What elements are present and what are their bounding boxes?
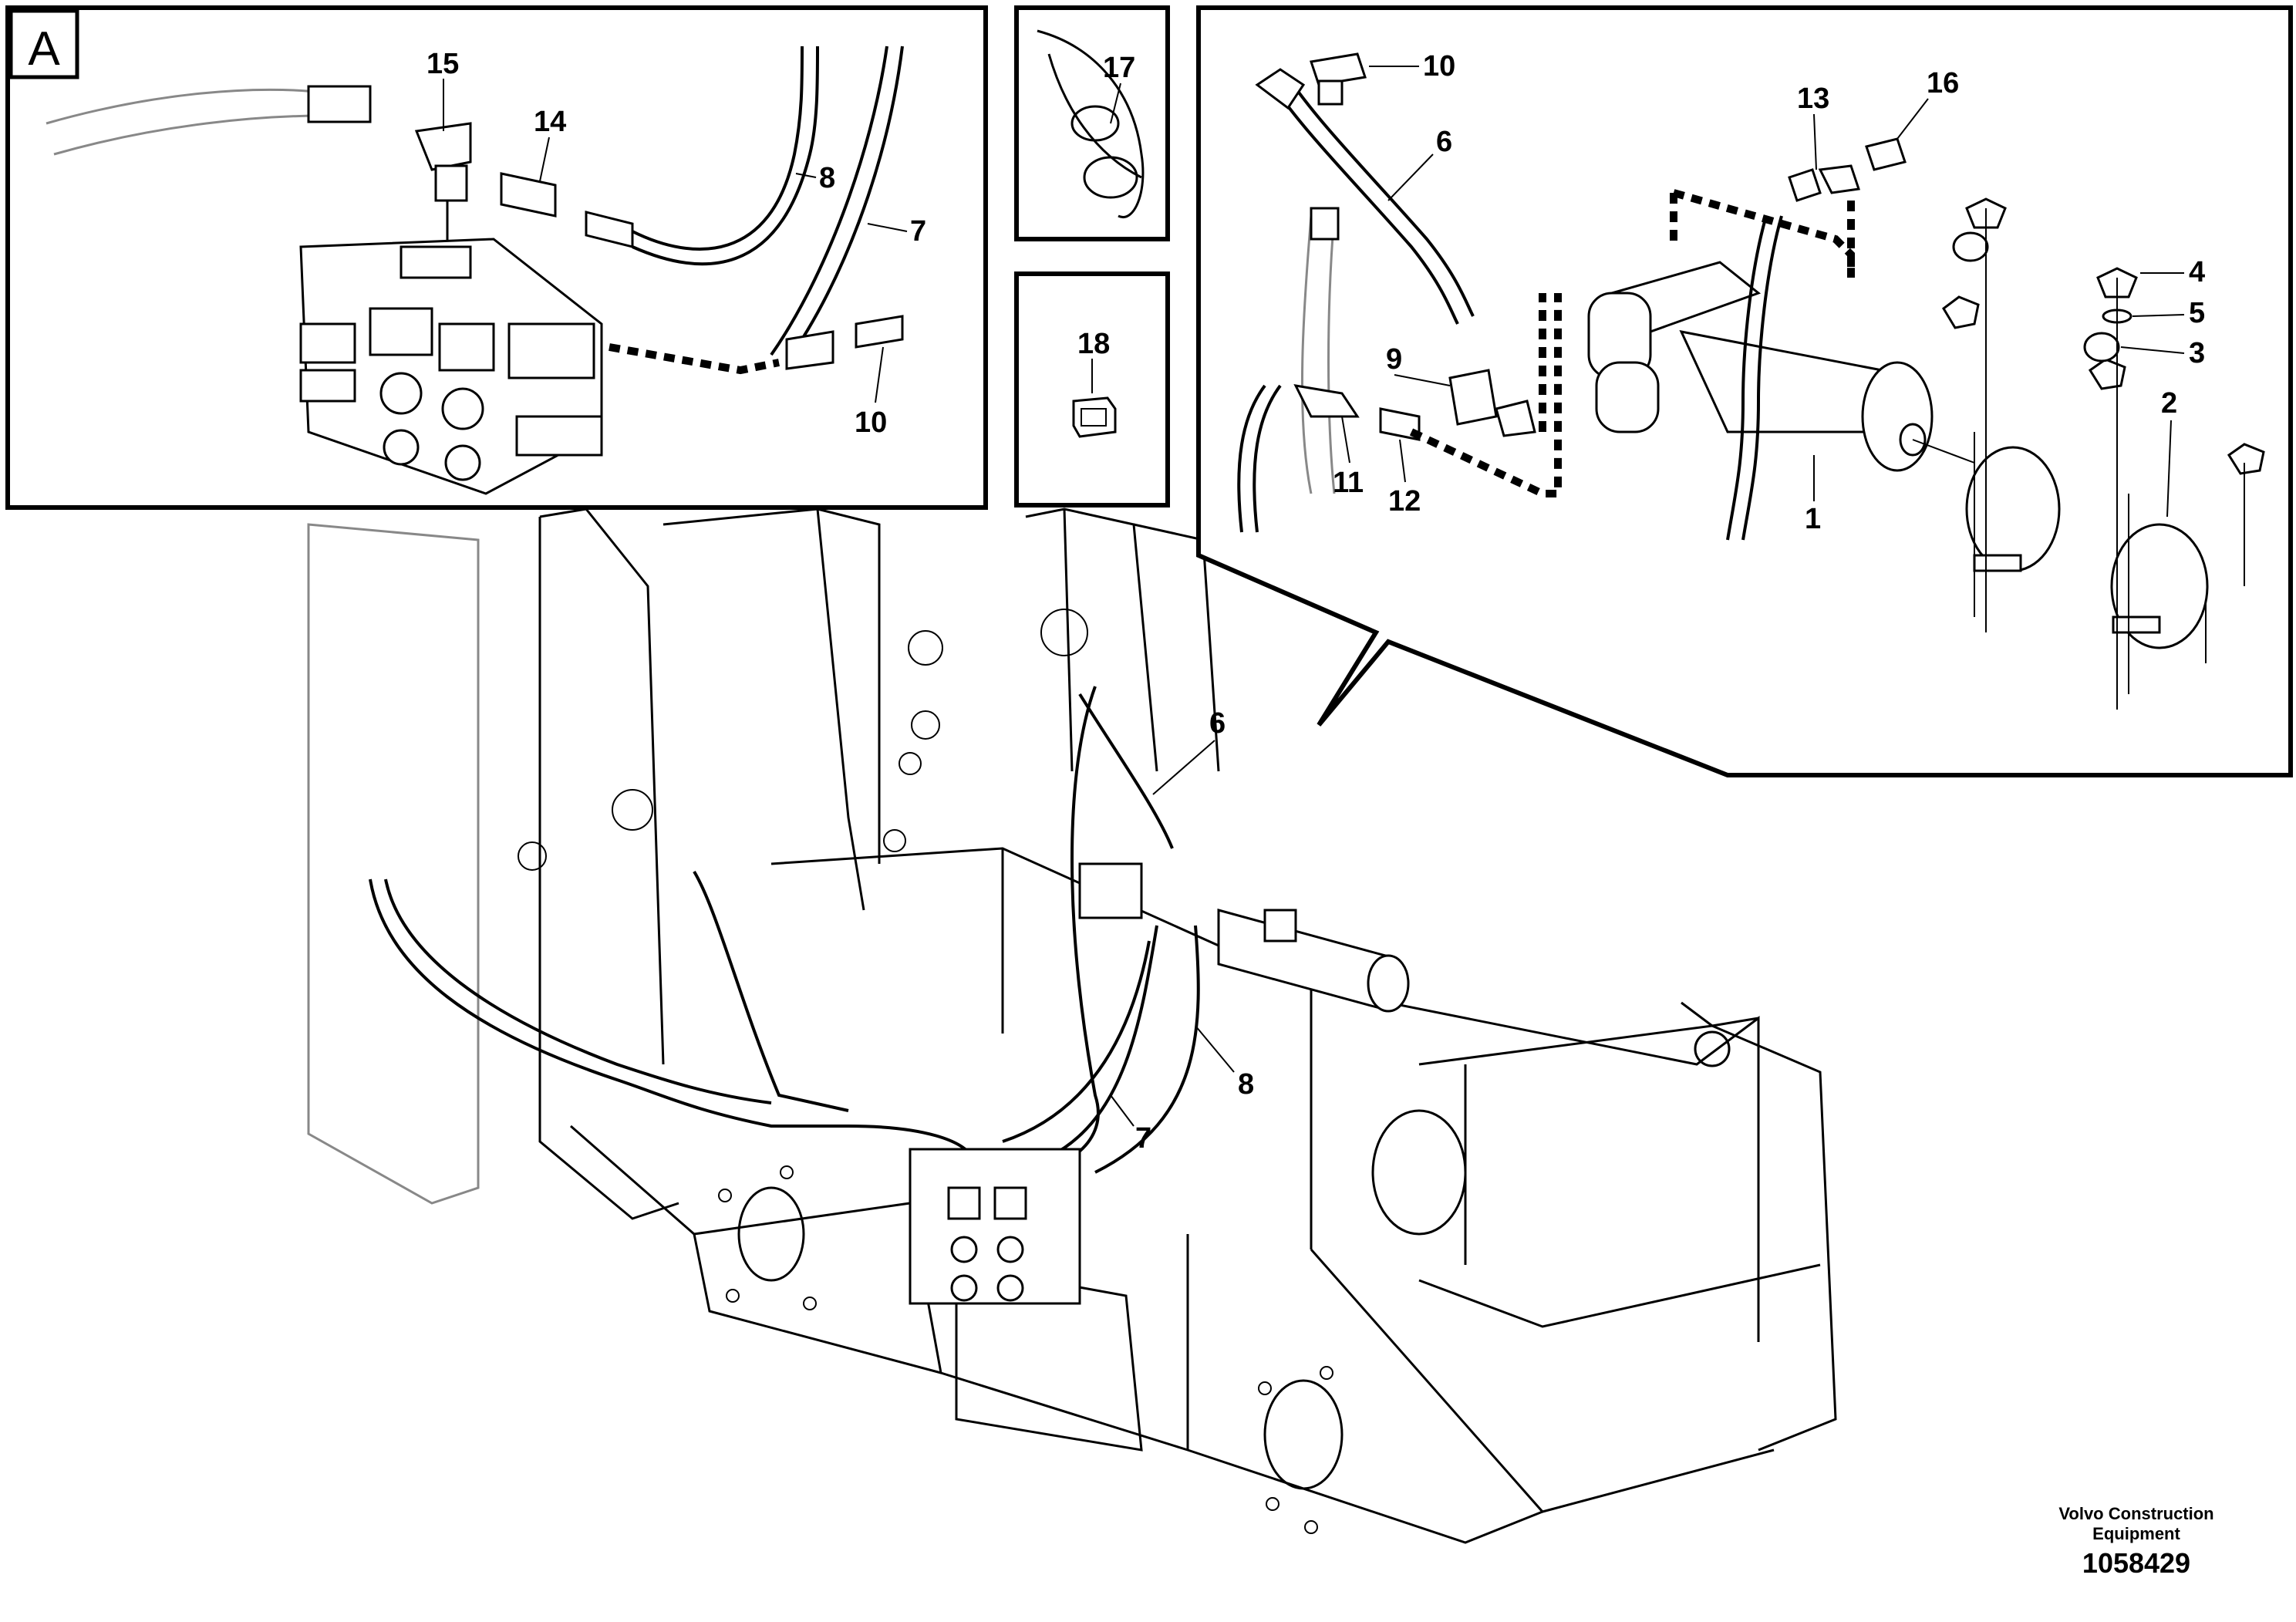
control-valve-detail xyxy=(299,238,603,495)
callout-18: 18 xyxy=(1077,328,1110,360)
callout-6-detail: 6 xyxy=(1436,126,1452,158)
panel-17: 17 xyxy=(1014,5,1170,241)
callout-4: 4 xyxy=(2189,256,2205,288)
callout-15: 15 xyxy=(426,48,459,80)
callout-12: 12 xyxy=(1388,485,1421,518)
organization-name: Volvo Construction Equipment xyxy=(2058,1504,2214,1543)
panel-detail: 10 6 13 16 4 5 3 2 9 11 12 1 xyxy=(1196,5,2293,777)
callout-8-main: 8 xyxy=(1238,1068,1254,1101)
callout-7-a: 7 xyxy=(910,215,926,248)
drawing-number: 1058429 xyxy=(2082,1547,2191,1579)
callout-2: 2 xyxy=(2161,387,2177,420)
callout-6-main: 6 xyxy=(1209,707,1226,740)
accumulator-main xyxy=(1078,862,1410,1013)
callout-10-a: 10 xyxy=(855,406,887,439)
callout-17: 17 xyxy=(1103,52,1135,84)
main-callouts: 6 8 7 xyxy=(1110,707,1254,1155)
callout-10-detail: 10 xyxy=(1423,50,1455,83)
callout-8-a: 8 xyxy=(819,162,835,194)
callout-13: 13 xyxy=(1797,83,1829,115)
callout-14: 14 xyxy=(534,106,566,138)
main-frame-view: 6 8 7 xyxy=(307,508,1837,1544)
callout-7-main: 7 xyxy=(1135,1122,1151,1155)
panel-18: 18 xyxy=(1014,271,1170,508)
panel-a-tag: A xyxy=(28,22,60,76)
callout-3: 3 xyxy=(2189,337,2205,369)
panel-a: A xyxy=(5,5,988,510)
callout-16: 16 xyxy=(1927,67,1959,99)
callout-9: 9 xyxy=(1386,343,1402,376)
callout-11: 11 xyxy=(1333,467,1364,499)
accumulator-detail xyxy=(1587,261,1975,472)
clamp-parts xyxy=(1942,197,2265,710)
callout-1: 1 xyxy=(1805,503,1821,535)
control-valve-main xyxy=(909,1148,1081,1305)
callout-5: 5 xyxy=(2189,297,2205,329)
drawing-credit: Volvo Construction Equipment 1058429 xyxy=(2005,1504,2267,1580)
